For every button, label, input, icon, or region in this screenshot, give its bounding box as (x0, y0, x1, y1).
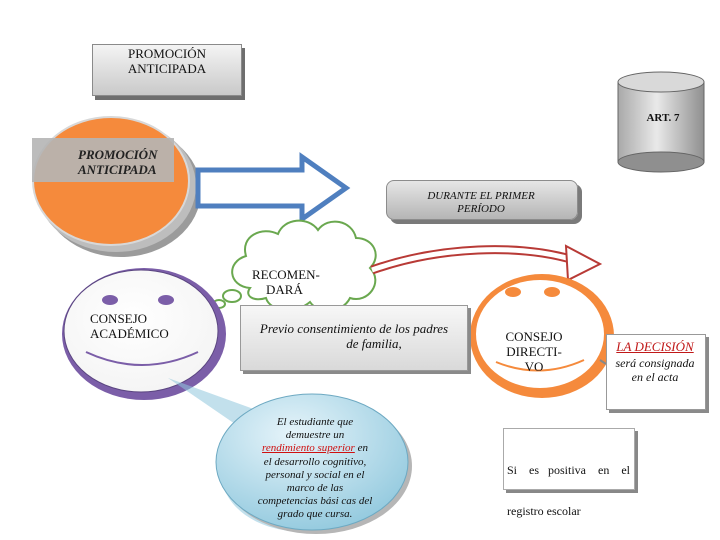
period-line-2: PERÍODO (457, 202, 505, 215)
consent-line-1: Previo consentimiento de los padres (259, 321, 449, 336)
connector-line (599, 359, 607, 365)
curved-arrow-icon (370, 244, 603, 282)
orange-face-shape (470, 274, 614, 398)
consejo-directivo-line-1: CONSEJO (505, 329, 563, 344)
student-line-3: rendimiento superior en (248, 442, 382, 455)
student-callout-text: El estudiante que demuestre un rendimien… (248, 416, 382, 522)
orange-circle-line-1: PROMOCIÓN (78, 147, 158, 162)
student-after-highlight: en (354, 442, 368, 455)
registro-box (503, 428, 635, 490)
registro-label: Si es positiva en el registro escolar (507, 436, 631, 533)
student-line-2: demuestre un (285, 429, 345, 442)
student-line-8: grado que cursa. (277, 508, 353, 521)
purple-face-shape (62, 268, 226, 400)
orange-circle-label: PROMOCIÓN ANTICIPADA (40, 147, 158, 178)
student-highlight: rendimiento superior (262, 442, 355, 455)
speech-bubble-shape (168, 378, 412, 534)
cloud-line-1: RECOMEN- (252, 267, 320, 282)
student-line-5: personal y social en el (265, 468, 365, 481)
period-line-1: DURANTE EL PRIMER (427, 190, 535, 202)
consejo-directivo-line-3: VO (524, 358, 544, 374)
consent-line-2: de familia, (346, 335, 402, 351)
student-line-6: marco de las (286, 481, 344, 494)
cloud-label: RECOMEN- DARÁ (252, 267, 326, 298)
decision-line-2: en el acta (631, 369, 679, 384)
registro-line-2: registro escolar (507, 503, 581, 518)
student-line-7: competencias bási cas del (257, 495, 373, 508)
decision-box (606, 334, 706, 410)
consejo-academico-label: CONSEJO ACADÉMICO (90, 311, 190, 342)
title-line-1: PROMOCIÓN (127, 46, 206, 61)
title-line-2: ANTICIPADA (127, 60, 207, 76)
decision-label: LA DECISIÓN será consignada en el acta (606, 339, 704, 385)
period-label: DURANTE EL PRIMER PERÍODO (386, 190, 576, 215)
registro-line-1: Si es positiva en el (507, 462, 630, 477)
consent-box (240, 305, 468, 371)
student-line-4: el desarrollo cognitivo, (263, 455, 367, 468)
decision-line-1: será consignada (615, 355, 695, 370)
decision-heading: LA DECISIÓN (616, 339, 694, 354)
consent-label: Previo consentimiento de los padres de f… (242, 321, 466, 352)
consejo-academico-line-2: ACADÉMICO (90, 325, 169, 341)
database-cylinder-icon (617, 71, 705, 173)
orange-circle-line-2: ANTICIPADA (78, 161, 157, 177)
consejo-academico-line-1: CONSEJO (90, 311, 148, 326)
title-box (92, 44, 242, 96)
orange-circle-shape (32, 116, 201, 257)
right-arrow-icon (195, 152, 351, 224)
cloud-line-2: DARÁ (266, 281, 303, 297)
art7-label: ART. 7 (646, 112, 680, 124)
student-line-1: El estudiante que (276, 416, 354, 428)
period-box (386, 180, 578, 220)
consejo-directivo-label: CONSEJO DIRECTI- VO (494, 329, 574, 375)
consejo-directivo-line-2: DIRECTI- (506, 343, 562, 359)
title-label: PROMOCIÓN ANTICIPADA (92, 46, 242, 77)
